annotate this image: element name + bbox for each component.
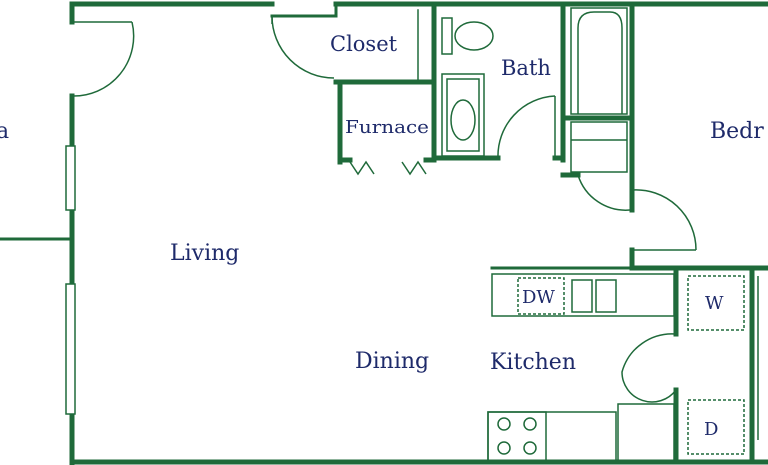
windows [65,145,76,415]
bathtub [570,7,628,115]
laundry-door-arc [621,333,677,403]
window-west-upper [65,145,76,211]
appliance-label-dryer: D [704,419,718,440]
burner-2 [523,417,537,431]
kitchen-sink-right [595,279,617,313]
appliance-label-dishwasher: DW [522,287,555,308]
burner-3 [497,441,511,455]
upper-counter [491,273,675,317]
appliance-label-washer: W [705,293,724,314]
dryer-box [687,399,745,455]
entry-door-arc [71,21,135,97]
room-label-furnace: Furnace [345,117,429,138]
room-label-bath: Bath [501,56,551,80]
dishwasher-box [517,277,565,315]
window-west-lower [65,283,76,415]
vanity-inner [446,78,480,152]
vanity [441,73,485,157]
room-label-dining: Dining [355,349,429,374]
kitchen-fixtures [487,273,675,463]
doors [71,15,697,403]
hall-door-arc [577,174,631,211]
washer-box [687,275,745,331]
labels: a Closet Bath Furnace Bedr Living Dining… [0,32,764,440]
laundry-fixtures [687,275,745,455]
room-label-left: a [0,119,9,144]
range [487,411,547,463]
furnace-door-right [401,160,427,176]
room-label-living: Living [170,241,239,266]
toilet-bowl [454,21,494,51]
refrigerator [617,403,675,463]
linen-closet [570,121,628,173]
closet-door-arc [271,15,335,79]
room-label-bedroom: Bedr [710,119,764,144]
room-label-kitchen: Kitchen [490,350,576,375]
bathtub-inner [577,11,623,114]
room-label-closet: Closet [330,32,398,56]
burner-4 [523,441,537,455]
toilet-tank [441,17,453,55]
kitchen-sink-left [571,279,593,313]
bath-door-arc [497,95,556,159]
furnace-door-left [349,160,375,176]
burner-1 [497,417,511,431]
sink [450,99,476,141]
bath-fixtures [441,7,628,173]
bedroom-door-arc [631,189,697,251]
